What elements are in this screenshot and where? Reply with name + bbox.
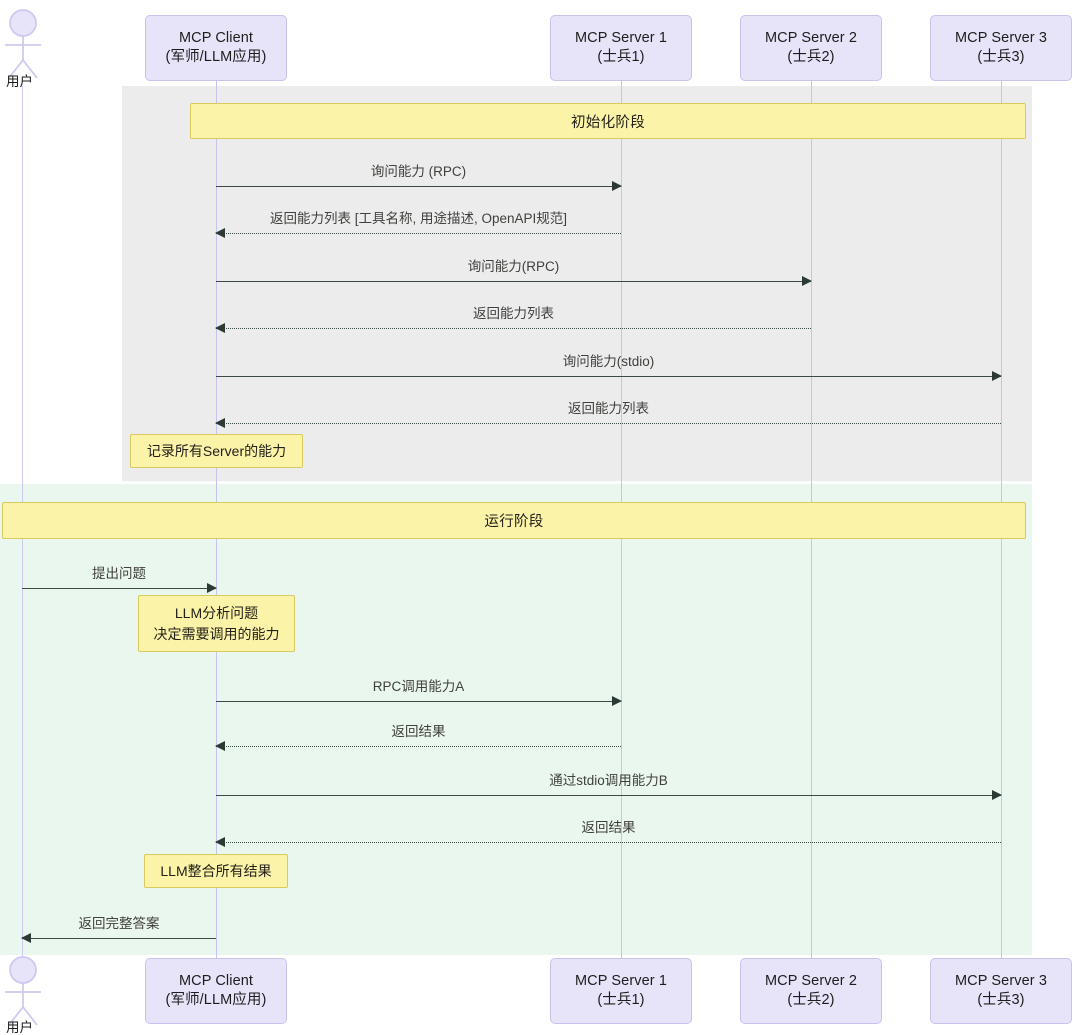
arrowhead-left-icon — [215, 228, 225, 238]
participant-name: MCP Server 2 — [765, 972, 857, 989]
participant-client-top[interactable]: MCP Client (军师/LLM应用) — [145, 15, 287, 81]
participant-subtitle: (士兵3) — [977, 992, 1025, 1008]
participant-subtitle: (士兵1) — [597, 992, 645, 1008]
note-line: LLM分析问题 — [174, 605, 259, 622]
message-label: 通过stdio调用能力B — [549, 773, 668, 788]
actor-user-bottom — [2, 955, 46, 1027]
note-line: 决定需要调用的能力 — [153, 625, 280, 642]
participant-name: MCP Server 3 — [955, 972, 1047, 989]
participant-name: MCP Client — [178, 972, 254, 989]
message-label: 返回能力列表 [工具名称, 用途描述, OpenAPI规范] — [269, 211, 568, 226]
message-label: RPC调用能力A — [372, 679, 465, 694]
note-llm-integrate-results: LLM整合所有结果 — [144, 854, 288, 888]
participant-server3-top[interactable]: MCP Server 3 (士兵3) — [930, 15, 1072, 81]
participant-server1-bottom[interactable]: MCP Server 1 (士兵1) — [550, 958, 692, 1024]
participant-name: MCP Client — [178, 29, 254, 46]
participant-name: MCP Server 3 — [955, 29, 1047, 46]
participant-subtitle: (士兵2) — [787, 992, 835, 1008]
note-record-all-server-capabilities: 记录所有Server的能力 — [130, 434, 303, 468]
participant-server1-top[interactable]: MCP Server 1 (士兵1) — [550, 15, 692, 81]
arrowhead-right-icon — [992, 790, 1002, 800]
participant-subtitle: (士兵3) — [977, 49, 1025, 65]
message-line — [216, 423, 1001, 424]
message-label: 询问能力(RPC) — [467, 259, 560, 274]
arrowhead-right-icon — [612, 181, 622, 191]
arrowhead-left-icon — [215, 741, 225, 751]
message-line — [216, 233, 621, 234]
note-llm-analyze-question: LLM分析问题 决定需要调用的能力 — [138, 595, 295, 652]
participant-subtitle: (军师/LLM应用) — [165, 992, 267, 1008]
arrowhead-left-icon — [215, 837, 225, 847]
arrowhead-right-icon — [992, 371, 1002, 381]
participant-name: MCP Server 1 — [575, 29, 667, 46]
message-label: 询问能力(stdio) — [562, 354, 655, 369]
arrowhead-left-icon — [21, 933, 31, 943]
message-line — [216, 842, 1001, 843]
message-line — [216, 746, 621, 747]
message-label: 返回完整答案 — [78, 916, 160, 931]
message-line — [22, 938, 216, 939]
participant-server2-bottom[interactable]: MCP Server 2 (士兵2) — [740, 958, 882, 1024]
note-line: LLM整合所有结果 — [160, 862, 272, 879]
message-line — [22, 588, 216, 589]
actor-user-top — [2, 8, 46, 80]
message-label: 返回结果 — [581, 820, 636, 835]
arrowhead-right-icon — [612, 696, 622, 706]
message-label: 询问能力 (RPC) — [370, 164, 467, 179]
actor-user-top-label: 用户 — [6, 74, 33, 89]
participant-subtitle: (士兵2) — [787, 49, 835, 65]
arrowhead-left-icon — [215, 323, 225, 333]
participant-subtitle: (军师/LLM应用) — [165, 49, 267, 65]
message-line — [216, 281, 811, 282]
participant-subtitle: (士兵1) — [597, 49, 645, 65]
participant-client-bottom[interactable]: MCP Client (军师/LLM应用) — [145, 958, 287, 1024]
participant-name: MCP Server 2 — [765, 29, 857, 46]
message-label: 返回结果 — [391, 724, 446, 739]
message-label: 提出问题 — [92, 566, 146, 581]
phase-banner-initialization: 初始化阶段 — [190, 103, 1026, 139]
message-label: 返回能力列表 — [473, 306, 554, 321]
message-line — [216, 186, 621, 187]
actor-user-bottom-label: 用户 — [6, 1020, 33, 1035]
user-stick-figure-icon — [5, 9, 41, 79]
phase-banner-running: 运行阶段 — [2, 502, 1026, 539]
participant-server3-bottom[interactable]: MCP Server 3 (士兵3) — [930, 958, 1072, 1024]
phase-banner-label: 运行阶段 — [484, 514, 544, 530]
arrowhead-right-icon — [802, 276, 812, 286]
participant-name: MCP Server 1 — [575, 972, 667, 989]
message-line — [216, 376, 1001, 377]
message-line — [216, 701, 621, 702]
arrowhead-right-icon — [207, 583, 217, 593]
message-line — [216, 328, 811, 329]
phase-band-initialization — [122, 86, 1032, 481]
participant-server2-top[interactable]: MCP Server 2 (士兵2) — [740, 15, 882, 81]
message-line — [216, 795, 1001, 796]
user-stick-figure-icon — [5, 956, 41, 1026]
arrowhead-left-icon — [215, 418, 225, 428]
phase-banner-label: 初始化阶段 — [571, 114, 645, 131]
note-line: 记录所有Server的能力 — [146, 442, 287, 459]
message-label: 返回能力列表 — [568, 401, 649, 416]
